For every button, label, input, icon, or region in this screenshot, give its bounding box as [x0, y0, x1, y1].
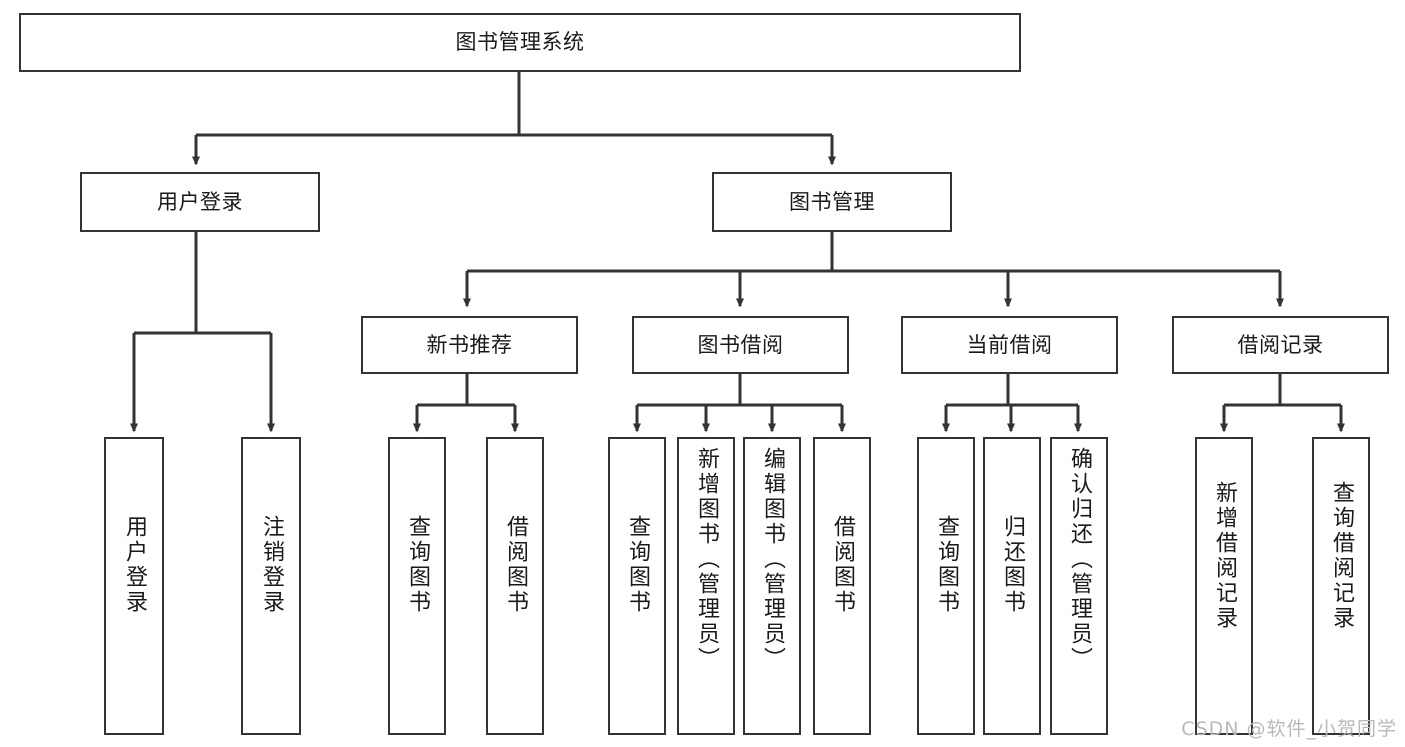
node-leaf-query-record-label: 查询借阅记录 — [1329, 481, 1354, 631]
node-leaf-user-login-label: 用户登录 — [122, 515, 147, 615]
node-new-book-recommend-label: 新书推荐 — [426, 332, 513, 357]
node-leaf-query-book-2[interactable]: 查询图书 — [608, 437, 666, 735]
node-leaf-query-book-3-label: 查询图书 — [934, 515, 959, 615]
node-leaf-query-book-3[interactable]: 查询图书 — [917, 437, 975, 735]
node-current-borrow[interactable]: 当前借阅 — [901, 316, 1118, 374]
node-leaf-borrow-book-1[interactable]: 借阅图书 — [486, 437, 544, 735]
node-root-label: 图书管理系统 — [455, 30, 585, 55]
node-borrow-record-label: 借阅记录 — [1237, 332, 1324, 357]
node-leaf-edit-book-label: 编辑图书（管理员） — [760, 447, 785, 672]
node-root[interactable]: 图书管理系统 — [19, 13, 1021, 72]
node-leaf-return-book-label: 归还图书 — [1000, 515, 1025, 615]
node-book-borrow[interactable]: 图书借阅 — [632, 316, 849, 374]
node-leaf-add-book-label: 新增图书（管理员） — [694, 447, 719, 672]
node-leaf-query-book-1[interactable]: 查询图书 — [388, 437, 446, 735]
node-borrow-record[interactable]: 借阅记录 — [1172, 316, 1389, 374]
node-new-book-recommend[interactable]: 新书推荐 — [361, 316, 578, 374]
node-leaf-logout-login-label: 注销登录 — [259, 515, 284, 615]
node-leaf-add-record[interactable]: 新增借阅记录 — [1195, 437, 1253, 735]
node-leaf-query-record[interactable]: 查询借阅记录 — [1312, 437, 1370, 735]
node-leaf-borrow-book-2[interactable]: 借阅图书 — [813, 437, 871, 735]
node-leaf-confirm-return[interactable]: 确认归还（管理员） — [1050, 437, 1108, 735]
node-leaf-confirm-return-label: 确认归还（管理员） — [1067, 447, 1092, 672]
node-leaf-return-book[interactable]: 归还图书 — [983, 437, 1041, 735]
node-leaf-add-record-label: 新增借阅记录 — [1212, 481, 1237, 631]
watermark-text: CSDN @软件_小贺同学 — [1181, 718, 1397, 740]
node-leaf-query-book-2-label: 查询图书 — [625, 515, 650, 615]
node-user-login-label: 用户登录 — [157, 189, 243, 214]
node-book-management-label: 图书管理 — [789, 189, 875, 214]
node-leaf-borrow-book-1-label: 借阅图书 — [503, 515, 528, 615]
node-leaf-user-login[interactable]: 用户登录 — [104, 437, 164, 735]
node-book-borrow-label: 图书借阅 — [697, 332, 784, 357]
node-book-management[interactable]: 图书管理 — [712, 172, 952, 232]
node-leaf-borrow-book-2-label: 借阅图书 — [830, 515, 855, 615]
node-leaf-edit-book[interactable]: 编辑图书（管理员） — [743, 437, 801, 735]
node-leaf-logout-login[interactable]: 注销登录 — [241, 437, 301, 735]
node-leaf-query-book-1-label: 查询图书 — [405, 515, 430, 615]
node-user-login[interactable]: 用户登录 — [80, 172, 320, 232]
node-current-borrow-label: 当前借阅 — [966, 332, 1053, 357]
node-leaf-add-book[interactable]: 新增图书（管理员） — [677, 437, 735, 735]
